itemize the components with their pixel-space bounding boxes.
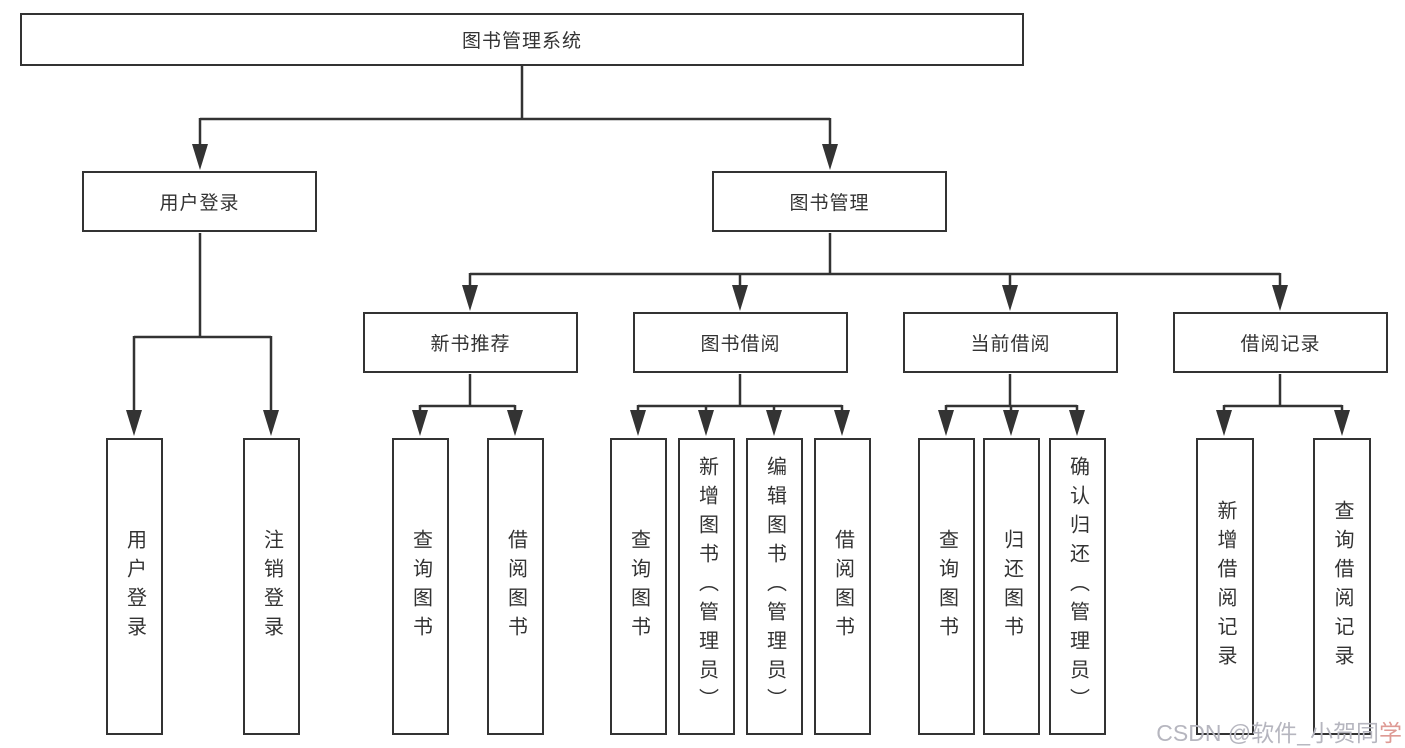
arrow-icon xyxy=(263,410,279,436)
leaf-recommend-query-book: 查询图书 xyxy=(392,438,449,735)
leaf-query-borrow-record: 查询借阅记录 xyxy=(1313,438,1371,735)
arrow-icon xyxy=(1069,410,1085,436)
arrow-icon xyxy=(1216,410,1232,436)
node-book-management: 图书管理 xyxy=(712,171,947,232)
leaf-return-book: 归还图书 xyxy=(983,438,1040,735)
node-borrow-record: 借阅记录 xyxy=(1173,312,1388,373)
leaf-recommend-borrow-book: 借阅图书 xyxy=(487,438,544,735)
leaf-borrow-book: 借阅图书 xyxy=(814,438,871,735)
arrow-icon xyxy=(698,410,714,436)
arrow-icon xyxy=(192,144,208,170)
node-root: 图书管理系统 xyxy=(20,13,1024,66)
node-book-borrow: 图书借阅 xyxy=(633,312,848,373)
leaf-user-login: 用户登录 xyxy=(106,438,163,735)
edge-borrow-split xyxy=(636,374,844,413)
arrow-icon xyxy=(938,410,954,436)
leaf-add-book-admin: 新增图书（管理员） xyxy=(678,438,735,735)
edge-root-split xyxy=(198,66,832,148)
arrow-icon xyxy=(507,410,523,436)
arrow-icon xyxy=(1272,285,1288,311)
arrow-icon xyxy=(1002,285,1018,311)
node-new-book-recommend: 新书推荐 xyxy=(363,312,578,373)
arrow-icon xyxy=(1003,410,1019,436)
node-current-borrow: 当前借阅 xyxy=(903,312,1118,373)
leaf-confirm-return-admin: 确认归还（管理员） xyxy=(1049,438,1106,735)
leaf-logout: 注销登录 xyxy=(243,438,300,735)
arrow-icon xyxy=(822,144,838,170)
watermark: CSDN @软件_小贺同学 xyxy=(1156,714,1402,748)
edge-newrec-split xyxy=(418,374,517,413)
edge-current-split xyxy=(944,374,1079,413)
arrow-icon xyxy=(732,285,748,311)
watermark-gray-text: CSDN @软件_小贺同 xyxy=(1156,720,1379,746)
leaf-borrow-query-book: 查询图书 xyxy=(610,438,667,735)
arrow-icon xyxy=(630,410,646,436)
arrow-icon xyxy=(412,410,428,436)
arrow-icon xyxy=(462,285,478,311)
edge-records-split xyxy=(1222,374,1344,413)
arrow-icon xyxy=(766,410,782,436)
leaf-add-borrow-record: 新增借阅记录 xyxy=(1196,438,1254,735)
edge-userlogin-split xyxy=(132,233,273,414)
leaf-edit-book-admin: 编辑图书（管理员） xyxy=(746,438,803,735)
leaf-current-query-book: 查询图书 xyxy=(918,438,975,735)
arrow-icon xyxy=(1334,410,1350,436)
watermark-accent-text: 学 xyxy=(1379,720,1402,746)
node-user-login: 用户登录 xyxy=(82,171,317,232)
edge-bookmgmt-split xyxy=(468,233,1282,289)
arrow-icon xyxy=(834,410,850,436)
arrow-icon xyxy=(126,410,142,436)
